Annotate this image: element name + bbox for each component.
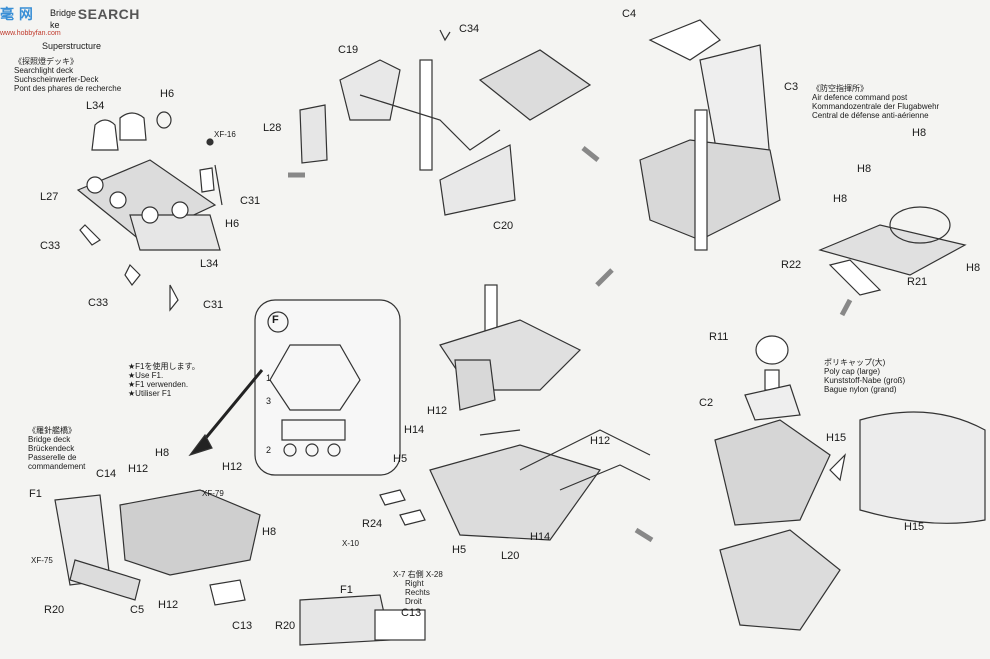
- part-label: H14: [404, 424, 425, 436]
- part-label: C13: [401, 607, 422, 619]
- watermark: 毫 网 SEARCH: [0, 4, 140, 24]
- note-fr-2: commandement: [28, 462, 86, 471]
- note-fr: Droit: [405, 597, 422, 606]
- part-label: C13: [232, 620, 253, 632]
- part-label: L34: [200, 258, 219, 270]
- use-f1-note: ★F1を使用します。 ★Use F1. ★F1 verwenden. ★Util…: [128, 362, 200, 398]
- note-jp: ★F1を使用します。: [128, 362, 200, 371]
- note-de: Brückendeck: [28, 444, 75, 453]
- paint-code-x10: X-10: [342, 539, 359, 548]
- note-jp: 《羅針艦橋》: [28, 426, 76, 435]
- part-label: C33: [88, 297, 109, 309]
- part-label: C3: [784, 81, 799, 93]
- part-label: H8: [857, 163, 872, 175]
- part-label: R21: [907, 276, 928, 288]
- part-label: C4: [622, 8, 637, 20]
- header-superstructure: Superstructure: [42, 41, 102, 51]
- part-label: L27: [40, 191, 59, 203]
- part-label: R11: [709, 331, 729, 343]
- note-en: ★Use F1.: [128, 371, 164, 380]
- note-jp: ポリキャップ(大): [824, 358, 886, 367]
- note-jp: 《防空指揮所》: [812, 84, 868, 93]
- paint-code-xf79: XF-79: [202, 489, 224, 498]
- watermark-url: www.hobbyfan.com: [0, 30, 61, 37]
- part-label: C31: [203, 299, 224, 311]
- note-de: ★F1 verwenden.: [128, 380, 189, 389]
- part-label: H14: [530, 531, 551, 543]
- part-label: H8: [833, 193, 848, 205]
- note-en: Searchlight deck: [14, 66, 74, 75]
- part-label: R24: [362, 518, 383, 530]
- watermark-search: SEARCH: [77, 6, 140, 22]
- part-label: C2: [699, 397, 714, 409]
- part-label: H8: [912, 127, 927, 139]
- sprue-letter: F: [272, 314, 279, 326]
- part-label: R20: [44, 604, 65, 616]
- note-jp: 《探照燈デッキ》: [14, 57, 78, 66]
- part-label: L34: [86, 100, 105, 112]
- part-label: C19: [338, 44, 359, 56]
- note-en: Right: [405, 579, 424, 588]
- part-label: F1: [29, 488, 42, 500]
- part-label: H8: [155, 447, 170, 459]
- note-fr: ★Utiliser F1: [128, 389, 172, 398]
- part-label: H15: [826, 432, 847, 444]
- note-fr-1: Passerelle de: [28, 453, 77, 462]
- part-label: C31: [240, 195, 261, 207]
- part-label: R20: [275, 620, 296, 632]
- note-fr: Pont des phares de recherche: [14, 84, 122, 93]
- part-label: H6: [160, 88, 175, 100]
- part-label: C20: [493, 220, 514, 232]
- part-label: H8: [262, 526, 277, 538]
- part-label: C34: [459, 23, 480, 35]
- note-de: Rechts: [405, 588, 430, 597]
- note-en: Air defence command post: [812, 93, 908, 102]
- note-fr: Bague nylon (grand): [824, 385, 897, 394]
- sprue-number-2: 2: [266, 445, 272, 455]
- note-de: Kommandozentrale der Flugabwehr: [812, 102, 940, 111]
- right-side-note: X-7 右側 X-28 Right Rechts Droit: [393, 570, 443, 606]
- note-en: Bridge deck: [28, 435, 71, 444]
- part-label: H12: [128, 463, 149, 475]
- part-label: H12: [427, 405, 448, 417]
- air-defence-note: 《防空指揮所》 Air defence command post Kommand…: [812, 84, 939, 120]
- note-de: Suchscheinwerfer-Deck: [14, 75, 99, 84]
- sprue-number-1: 1: [266, 373, 272, 383]
- part-label: H5: [452, 544, 467, 556]
- watermark-brand: 毫 网: [0, 6, 34, 22]
- part-label: H12: [590, 435, 611, 447]
- part-label: L28: [263, 122, 282, 134]
- poly-cap-note: ポリキャップ(大) Poly cap (large) Kunststoff-Na…: [824, 358, 905, 394]
- part-label: H8: [966, 262, 981, 274]
- paint-code-xf75: XF-75: [31, 556, 53, 565]
- part-label: H6: [225, 218, 240, 230]
- bridge-deck-note: 《羅針艦橋》 Bridge deck Brückendeck Passerell…: [28, 426, 85, 471]
- searchlight-deck-note: 《探照燈デッキ》 Searchlight deck Suchscheinwerf…: [14, 57, 121, 93]
- note-paints: X-7 右側 X-28: [393, 570, 443, 579]
- note-fr: Central de défense anti-aérienne: [812, 111, 929, 120]
- part-label: C33: [40, 240, 61, 252]
- part-label: C14: [96, 468, 117, 480]
- part-label: C5: [130, 604, 145, 616]
- note-de: Kunststoff-Nabe (groß): [824, 376, 906, 385]
- part-label: H12: [222, 461, 243, 473]
- header-bridge: Bridge: [50, 8, 77, 18]
- part-label: H12: [158, 599, 179, 611]
- paint-code-xf16: XF-16: [214, 130, 236, 139]
- note-en: Poly cap (large): [824, 367, 881, 376]
- part-label: R22: [781, 259, 802, 271]
- part-label: F1: [340, 584, 353, 596]
- sprue-number-3: 3: [266, 396, 272, 406]
- part-label: H5: [393, 453, 408, 465]
- header-ke: ke: [50, 20, 60, 30]
- part-label: H15: [904, 521, 925, 533]
- part-label: L20: [501, 550, 520, 562]
